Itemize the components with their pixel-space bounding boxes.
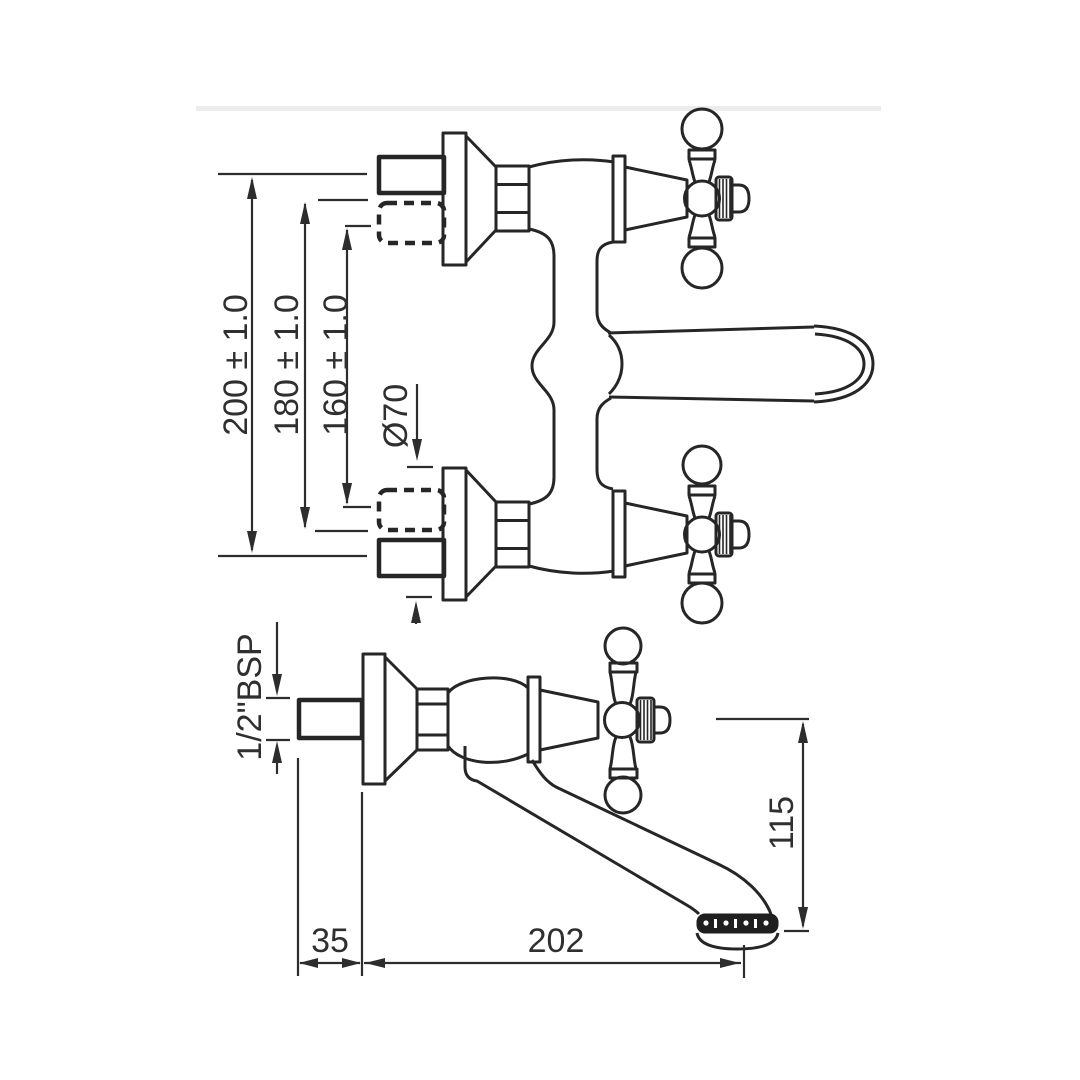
dim-label-spout-reach: 202 — [528, 922, 585, 960]
dimension-inlet-thread: 1/2"BSP — [231, 622, 290, 774]
dimensions: 200 ± 1.0 180 ± 1.0 160 ± 1.0 Ø70 — [217, 172, 809, 978]
bottom-handle-knurl-hatch — [718, 515, 731, 554]
bottom-inlet-pipe — [376, 537, 447, 579]
top-valve-bracket — [611, 154, 627, 244]
top-handle-lower-neck — [687, 214, 717, 238]
plan-spout-top-edge — [607, 325, 815, 335]
dim-label-inlet-thread: 1/2"BSP — [231, 633, 269, 760]
bottom-hex-nut — [494, 500, 531, 569]
bottom-wall-flange — [441, 466, 468, 602]
side-handle-knurl-hatch — [639, 700, 652, 740]
bottom-handle-end-cap — [730, 519, 751, 550]
side-handle-lower-neck — [608, 736, 638, 770]
plan-spout-bottom-edge — [608, 395, 815, 403]
side-valve-bracket — [526, 675, 542, 764]
aerator-band — [696, 913, 779, 934]
side-escutcheon-cone — [383, 655, 419, 783]
bottom-valve-handle — [611, 444, 751, 625]
dimension-wall-projection: 35 — [296, 758, 364, 976]
plan-spout-end-outer — [813, 324, 875, 404]
top-handle-knurl-hatch — [718, 179, 731, 218]
bottom-handle-upper-ball — [681, 444, 723, 486]
top-inlet-assembly — [376, 131, 531, 267]
side-handle-lower-ball — [603, 775, 643, 815]
bottom-handle-lower-neck — [687, 550, 717, 574]
spout-outlet-bottom — [695, 932, 780, 951]
body-left-contour — [528, 227, 556, 506]
dim-label-spout-drop: 115 — [763, 796, 801, 850]
dimension-spout-drop: 115 — [716, 717, 809, 933]
bottom-valve-bracket — [611, 489, 627, 579]
side-inlet-assembly — [296, 652, 450, 786]
bottom-handle-upper-neck — [687, 495, 717, 519]
side-valve-body — [446, 626, 672, 815]
side-handle-end-cap — [652, 705, 672, 735]
top-inlet-pipe — [376, 154, 447, 196]
top-handle-lower-collar — [687, 236, 717, 249]
top-handle-upper-neck — [687, 159, 717, 183]
body-top-edge — [528, 158, 615, 169]
bottom-handle-upper-collar — [687, 484, 717, 497]
top-escutcheon-cone — [464, 134, 498, 264]
side-spout-upper-line — [530, 759, 773, 915]
top-handle-upper-ball — [680, 107, 724, 151]
top-handle-lower-ball — [680, 246, 724, 290]
body-right-contour-lower — [595, 396, 614, 491]
dimension-spout-reach: 202 — [364, 922, 746, 978]
dim-label-flange-diameter: Ø70 — [377, 384, 415, 448]
top-handle-base-cone — [623, 165, 689, 232]
side-handle-upper-neck — [608, 671, 638, 705]
plan-spout-end-inner — [814, 332, 866, 396]
side-wall-flange — [361, 652, 387, 786]
side-handle-base-cone — [538, 688, 600, 752]
bottom-escutcheon-cone — [464, 468, 498, 599]
side-spout-lower-line — [463, 746, 701, 916]
bottom-inlet-assembly — [376, 466, 531, 602]
top-valve-handle — [611, 107, 751, 290]
side-spout — [463, 746, 780, 951]
side-hex-nut — [415, 687, 450, 752]
top-inlet-pipe-hidden — [376, 200, 447, 246]
dimension-flange-diameter: Ø70 — [377, 384, 433, 624]
dimension-200: 200 ± 1.0 — [217, 172, 367, 558]
body-bottom-edge — [528, 564, 615, 575]
dim-label-wall-projection: 35 — [311, 922, 349, 960]
side-hex-nut-flats — [417, 702, 448, 737]
mixer-body — [528, 158, 624, 575]
top-handle-end-cap — [730, 183, 751, 214]
top-hex-nut-flats — [496, 183, 529, 214]
top-hex-nut — [494, 164, 531, 233]
dim-label-180: 180 ± 1.0 — [268, 294, 306, 436]
page-divider-rule — [196, 106, 881, 111]
bottom-handle-base-cone — [623, 501, 689, 568]
bottom-hex-nut-flats — [496, 519, 529, 550]
body-right-contour-upper — [595, 240, 614, 335]
plan-spout — [607, 324, 875, 404]
bottom-inlet-pipe-hidden — [376, 487, 447, 533]
top-wall-flange — [441, 131, 468, 267]
side-body-bottom — [446, 745, 529, 764]
top-handle-upper-collar — [687, 148, 717, 161]
side-body-top — [446, 676, 530, 695]
plan-view — [376, 107, 875, 625]
bottom-handle-lower-ball — [680, 581, 724, 625]
side-handle-upper-ball — [603, 626, 643, 666]
dimension-180: 180 ± 1.0 — [268, 198, 368, 533]
top-handle-hub — [683, 179, 721, 218]
dim-label-160: 160 ± 1.0 — [317, 294, 355, 436]
spout-root-arc — [607, 333, 624, 396]
bottom-handle-hub — [683, 515, 721, 554]
aerator-texture — [703, 919, 769, 928]
side-handle-hub — [603, 701, 641, 739]
side-view — [296, 626, 780, 951]
side-inlet-pipe — [296, 697, 365, 741]
dimension-160: 160 ± 1.0 — [317, 224, 371, 509]
dim-label-200: 200 ± 1.0 — [217, 294, 255, 436]
